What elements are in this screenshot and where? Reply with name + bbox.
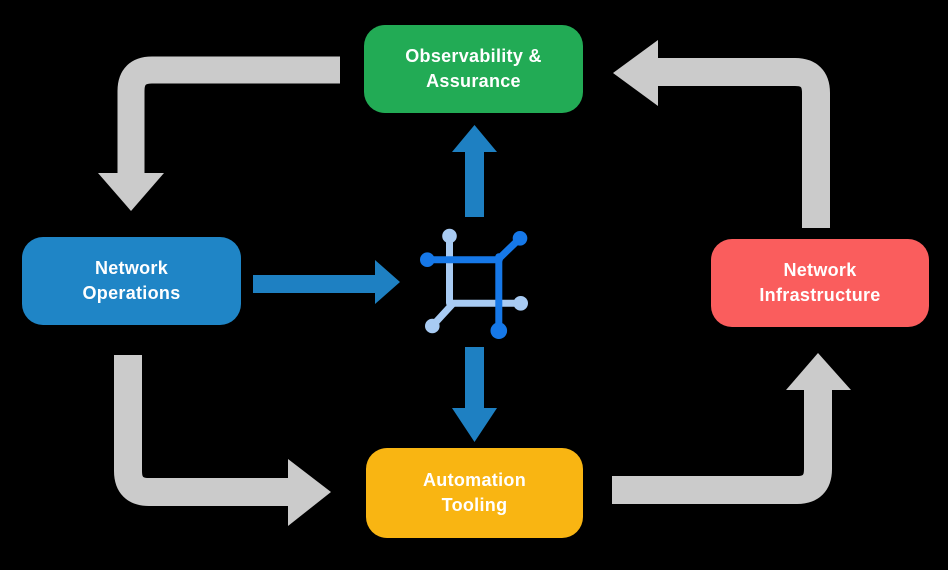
arrow-observability-to-operations [98,56,340,211]
node-label-line: Tooling [441,495,508,515]
node-network-operations: Network Operations [22,237,241,325]
node-label-line: Assurance [426,71,521,91]
node-observability-assurance: Observability & Assurance [364,25,583,113]
node-network-infrastructure: Network Infrastructure [711,239,929,327]
arrow-center-to-automation [452,347,497,442]
node-label-line: Infrastructure [759,285,881,305]
node-label-line: Automation [423,470,526,490]
arrowhead-left-icon [613,40,658,106]
arrowhead-up-icon [786,353,851,390]
arrow-operations-to-automation [114,355,331,526]
arrow-automation-to-infrastructure [612,353,851,504]
node-label-line: Network [783,260,857,280]
arrow-center-to-observability [452,125,497,217]
node-label-line: Network [94,258,169,278]
network-icon-light-branches [425,228,528,334]
node-label-line: Operations [82,283,181,303]
arrow-operations-to-center [253,260,400,304]
arrowhead-right-icon [288,459,331,526]
network-icon-dark-branches [420,231,528,339]
arrowhead-down-icon [98,173,164,211]
node-label-line: Observability & [405,46,542,66]
network-platform-icon [420,228,528,339]
arrow-infrastructure-to-observability [613,40,830,228]
node-automation-tooling: Automation Tooling [366,448,583,538]
